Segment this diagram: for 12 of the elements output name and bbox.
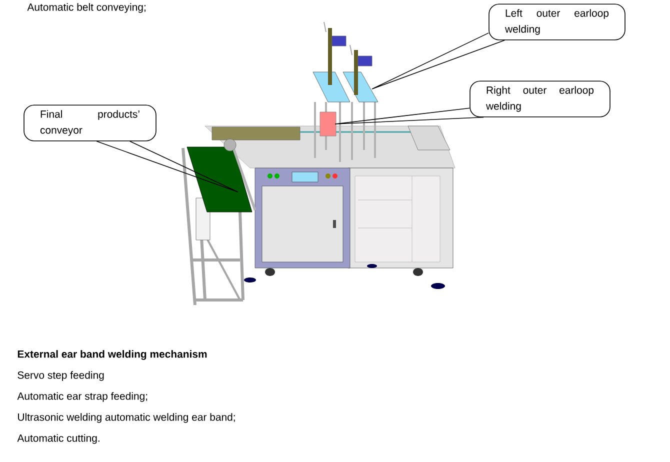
callout-tail	[372, 32, 505, 90]
callout-tail	[334, 108, 484, 124]
feature-text: Ultrasonic welding automatic welding ear band;	[18, 413, 235, 423]
callout-box: Left outer earloop welding	[488, 4, 626, 40]
feature-text: Servo step feeding	[18, 371, 104, 381]
feature-text: Automatic cutting.	[17, 434, 100, 444]
callout-tail	[96, 140, 238, 192]
callout-box: Right outer earloop welding	[470, 80, 610, 118]
callout-box: Final products’ conveyor	[24, 104, 156, 142]
heading: External ear band welding mechanism	[18, 350, 207, 360]
feature-text: Automatic belt conveying;	[27, 3, 146, 13]
feature-text: Automatic ear strap feeding;	[17, 392, 148, 402]
